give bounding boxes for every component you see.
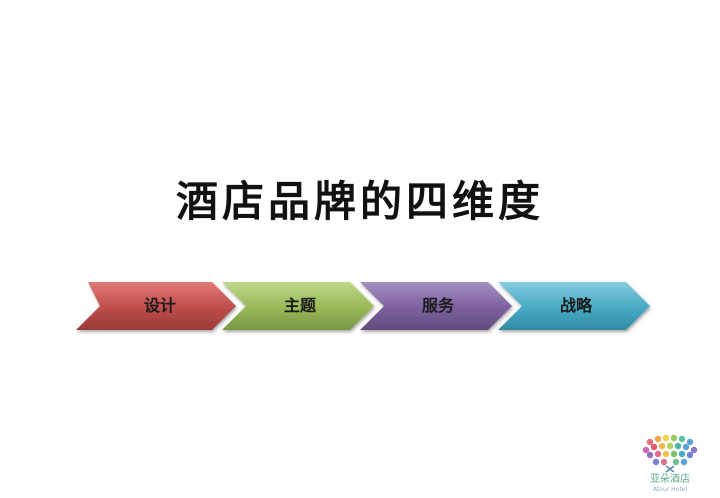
logo-name-en: Atour Hotel [652,486,688,493]
chevron-step-3-label: 服务 [422,296,455,315]
chevron-step-1-label: 设计 [144,296,176,315]
hotel-logo: 亚朵酒店 Atour Hotel [636,432,704,494]
logo-name-cn: 亚朵酒店 [650,474,690,485]
chevron-step-4: 战略 [498,282,650,330]
chevron-step-2: 主题 [222,282,374,330]
slide-title: 酒店品牌的四维度 [175,177,544,226]
chevron-step-1: 设计 [76,282,236,330]
logo-dots-icon [642,434,698,473]
chevron-step-3: 服务 [360,282,512,330]
chevron-step-2-label: 主题 [284,296,317,315]
chevron-step-4-label: 战略 [560,296,593,315]
